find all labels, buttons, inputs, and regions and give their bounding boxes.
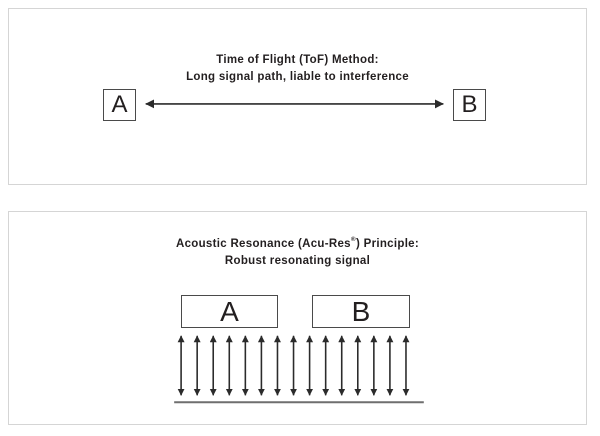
tof-panel-title: Time of Flight (ToF) Method: Long signal… <box>9 52 586 86</box>
acures-title-line1: Acoustic Resonance (Acu-Res®) Principle: <box>9 236 586 253</box>
acures-title-line1-post: ) Principle: <box>355 238 420 250</box>
tof-panel: Time of Flight (ToF) Method: Long signal… <box>8 8 587 185</box>
acures-panel-title: Acoustic Resonance (Acu-Res®) Principle:… <box>9 236 586 270</box>
tof-box-a: A <box>103 89 136 121</box>
acures-box-a: A <box>181 295 278 328</box>
acures-title-line2: Robust resonating signal <box>224 255 371 267</box>
registered-trademark-symbol: ® <box>350 236 356 244</box>
resonance-arrows <box>174 335 424 404</box>
acures-title-line1-pre: Acoustic Resonance (Acu-Res <box>175 238 351 250</box>
tof-title-line2: Long signal path, liable to interference <box>186 71 409 83</box>
tof-box-a-label: A <box>111 91 128 118</box>
tof-title-line1: Time of Flight (ToF) Method: <box>216 54 379 66</box>
tof-box-b: B <box>453 89 486 121</box>
acures-box-b: B <box>312 295 410 328</box>
resonance-arrow-group <box>177 335 410 396</box>
acures-box-a-label: A <box>220 295 239 327</box>
tof-signal-arrow <box>145 99 444 109</box>
acures-panel: Acoustic Resonance (Acu-Res®) Principle:… <box>8 211 587 425</box>
acures-box-b-label: B <box>351 295 371 327</box>
tof-box-b-label: B <box>461 91 478 118</box>
